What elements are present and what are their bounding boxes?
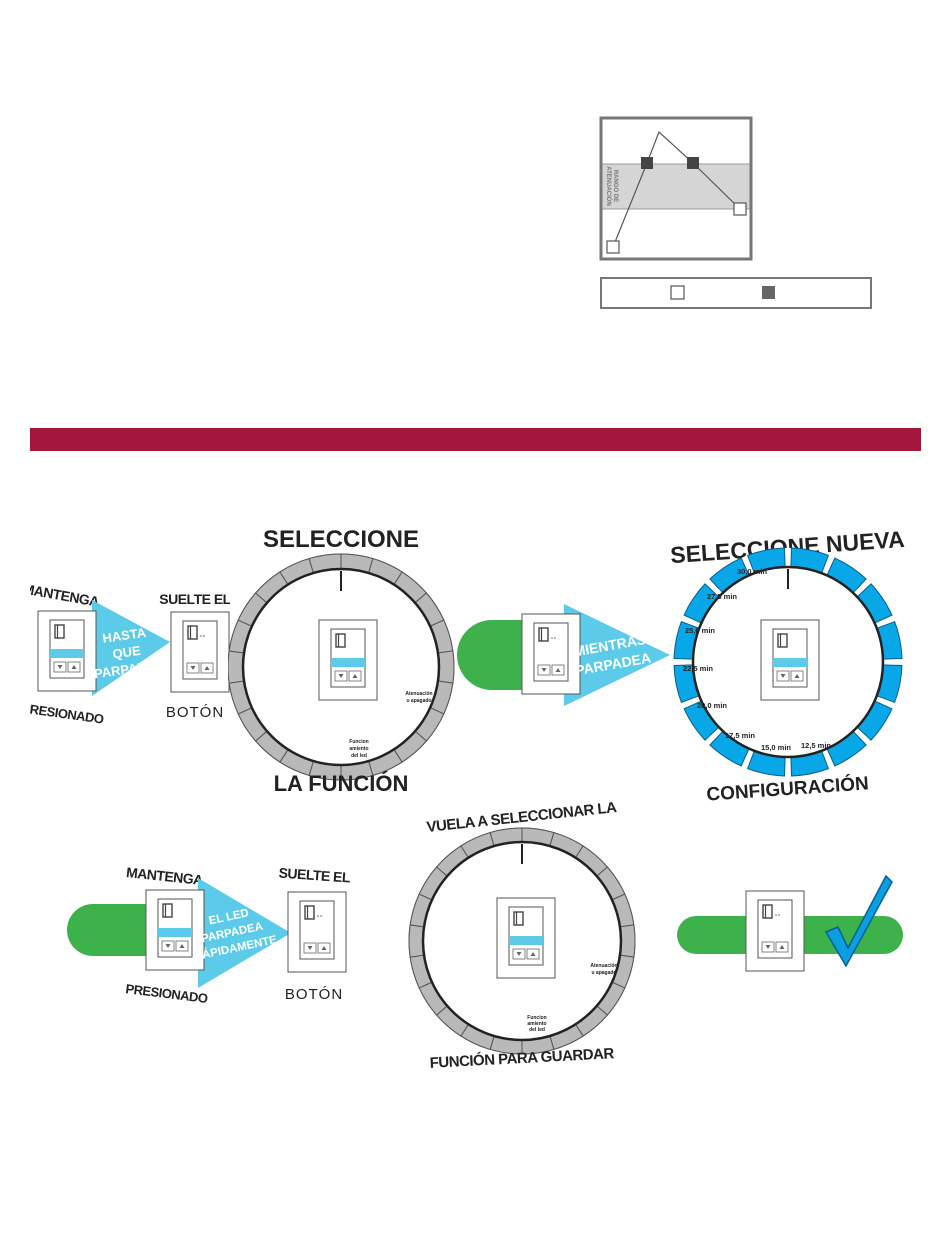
step3-hold-top: MANTENGA [125, 864, 204, 888]
wheel3-label-a2: u apagado [591, 970, 616, 976]
step3-hold-bottom: PRESIONADO [125, 981, 209, 1006]
wheel2-label: 20,0 min [697, 701, 727, 710]
graph-line [612, 130, 741, 248]
step4-done [677, 874, 903, 972]
step1-hold-bottom: PRESIONADO [30, 700, 105, 726]
dimming-range-graph: RANGO DE ATENUACIÓN [599, 116, 753, 261]
switch-icon [170, 611, 230, 693]
switch-icon [496, 897, 556, 979]
switch-icon [287, 891, 347, 973]
open-marker [606, 240, 620, 254]
checkmark-icon [824, 874, 893, 968]
switch-icon [760, 619, 820, 701]
wheel1-label-a2: u apagado [406, 698, 431, 704]
step3-release-top: SUELTE EL [278, 865, 351, 886]
switch-icon [521, 613, 581, 695]
step1-arrow-line2: QUE [112, 643, 142, 662]
filled-marker [641, 157, 653, 169]
wheel1-title-top: SELECCIONE [263, 526, 419, 553]
wheel3-label-b2: amiento [527, 1021, 546, 1027]
wheel1-label-b1: Funcion [349, 739, 368, 745]
wheel2-title-bottom: CONFIGURACIÓN [706, 772, 870, 805]
dimming-range-band [602, 164, 750, 209]
wheel-segment [228, 650, 245, 684]
wheel2-label: 12,5 min [801, 741, 831, 750]
step3-arrow [198, 878, 291, 988]
switch-icon [745, 890, 805, 972]
wheel3-label-b1: Funcion [527, 1015, 546, 1021]
wheel2-label: 27,5 min [707, 592, 737, 601]
wheel3-label-a1: Atenuación [590, 963, 617, 969]
wheel1-label-b3: del led [351, 753, 367, 759]
legend-open-marker [670, 285, 685, 300]
wheel3-label-b3: del led [529, 1027, 545, 1033]
wheel1: SELECCIONE Atenuación u apagado Funcion … [228, 526, 455, 796]
step3-hold-release: MANTENGA EL LED PARPADEA RÁPIDAMENTE PRE… [67, 864, 351, 1006]
wheel2-label: 15,0 min [761, 743, 791, 752]
step1-hold-release: MANTENGA HASTA QUE PARPADEE PRESIONADO S… [30, 581, 230, 727]
step1-release-bottom: BOTÓN [166, 704, 224, 721]
switch-icon [318, 619, 378, 701]
open-marker [733, 202, 747, 216]
graph-legend [600, 277, 872, 309]
step3-release-bottom: BOTÓN [285, 986, 343, 1003]
band-label-line2: ATENUACIÓN [605, 166, 613, 206]
wheel1-label-b2: amiento [349, 746, 368, 752]
wheel2-label: 17,5 min [725, 731, 755, 740]
filled-marker [687, 157, 699, 169]
step1-release-top: SUELTE EL [159, 591, 230, 607]
wheel2-label: 30,0 min [737, 567, 767, 576]
legend-filled-marker [762, 286, 775, 299]
step1-arrow [92, 600, 170, 696]
switch-icon [37, 610, 97, 692]
wheel2-label: 22,5 min [683, 664, 713, 673]
step1-hold-top: MANTENGA [30, 581, 100, 610]
step2-arrow [564, 604, 670, 706]
step2-while-blinking: MIENTRAS PARPADEA [457, 604, 670, 706]
step1-arrow-line1: HASTA [102, 625, 148, 646]
section-banner [30, 428, 921, 451]
wheel2-label: 25,0 min [685, 626, 715, 635]
wheel1-label-a1: Atenuación [405, 691, 432, 697]
wheel1-title-bottom: LA FUNCIÓN [274, 771, 409, 796]
wheel3: VUELA A SELECCIONAR LA Atenuación u apag… [408, 799, 636, 1072]
band-label-line1: RANGO DE [612, 170, 618, 202]
